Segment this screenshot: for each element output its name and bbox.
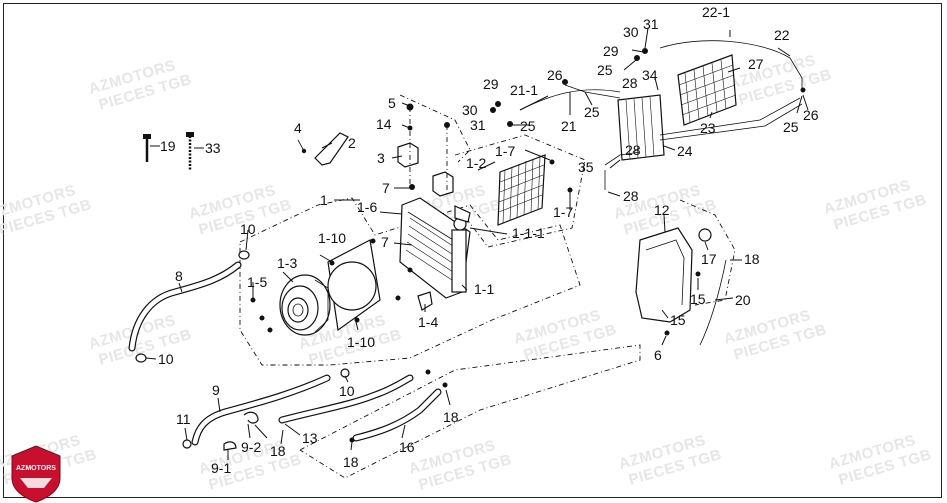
part-label: 19 [160,138,176,154]
azmotors-logo: AZMOTORS [11,445,61,503]
part-label: 28 [623,188,639,204]
part-label: 9-2 [241,439,261,455]
part-label: 10 [158,351,174,367]
assembly-outlines [239,94,736,479]
part-label: 21 [561,118,577,134]
reservoir-tank [635,227,712,336]
part-label: 1-10 [347,334,375,350]
part-label: 31 [470,117,486,133]
part-label: 9 [212,382,220,398]
thermo-switch [417,291,433,311]
part-label: 10 [240,221,256,237]
radiator-1 [399,197,471,299]
part-label: 26 [803,107,819,123]
part-label: 25 [597,62,613,78]
bolt-33 [186,132,194,170]
part-label: 12 [654,202,670,218]
part-label: 8 [175,268,183,284]
part-label: 18 [744,251,760,267]
part-label: 25 [520,118,536,134]
hose-8 [128,250,250,363]
fan-motor [250,274,331,336]
part-label: 27 [748,56,764,72]
part-labels: 19 33 4 2 5 14 3 7 7 1 1-6 10 1-10 1-3 1… [158,4,819,476]
leader-lines [145,27,809,460]
clamp-9-2 [223,411,259,451]
part-label: 30 [462,102,478,118]
part-label: 18 [343,454,359,470]
part-label: 7 [381,234,389,250]
part-label: 28 [622,75,638,91]
bracket-2 [297,132,349,166]
part-label: 1-1 [474,281,494,297]
part-label: 1-10 [318,230,346,246]
part-label: 6 [654,347,662,363]
part-label: 24 [677,143,693,159]
part-label: 14 [376,116,392,132]
part-label: 11 [176,411,191,427]
part-label: 10 [339,383,355,399]
part-label: 18 [443,409,459,425]
part-label: 1-7 [553,204,573,220]
part-label: 1-1-1 [512,225,545,241]
part-label: 2 [348,135,356,151]
part-label: 29 [603,43,619,59]
part-label: 7 [382,180,390,196]
part-label: 26 [547,67,563,83]
part-label: 30 [623,24,639,40]
part-label: 9-1 [211,460,231,476]
part-label: 21-1 [510,82,538,98]
part-label: 13 [302,430,318,446]
part-label: 18 [270,443,286,459]
part-label: 4 [294,120,302,136]
part-label: 35 [578,159,594,175]
part-label: 23 [700,120,716,136]
part-label: 31 [643,16,659,32]
part-label: 15 [670,312,686,328]
screen-23 [677,54,737,126]
part-label: 1 [320,192,328,208]
diagram-border [3,3,942,498]
part-label: 34 [642,67,658,83]
fan-shroud [327,238,413,332]
part-label: 1-7 [495,143,515,159]
part-label: 22 [774,27,790,43]
part-label: 1-4 [418,314,438,330]
screen-1-2 [497,154,573,226]
part-label: 25 [584,104,600,120]
part-label: 25 [783,119,799,135]
logo-text: AZMOTORS [16,465,56,472]
part-label: 33 [205,140,221,156]
part-label: 15 [690,291,706,307]
hose-16 [349,369,448,443]
part-label: 5 [388,95,396,111]
part-label: 1-6 [357,199,377,215]
part-label: 22-1 [702,4,730,20]
part-label: 1-2 [466,155,486,171]
hose-20 [699,259,727,346]
bolt-19 [143,134,151,162]
part-label: 20 [735,292,751,308]
part-label: 1-3 [277,255,297,271]
part-label: 17 [701,251,717,267]
part-label: 16 [399,439,415,455]
part-label: 29 [483,76,499,92]
part-label: 3 [377,150,385,166]
mount-3 [397,103,454,197]
part-label: 28 [625,142,641,158]
hose-13 [278,374,414,424]
hose-9 [182,368,350,449]
oil-cooler-24 [617,94,665,161]
part-label: 1-5 [247,274,267,290]
